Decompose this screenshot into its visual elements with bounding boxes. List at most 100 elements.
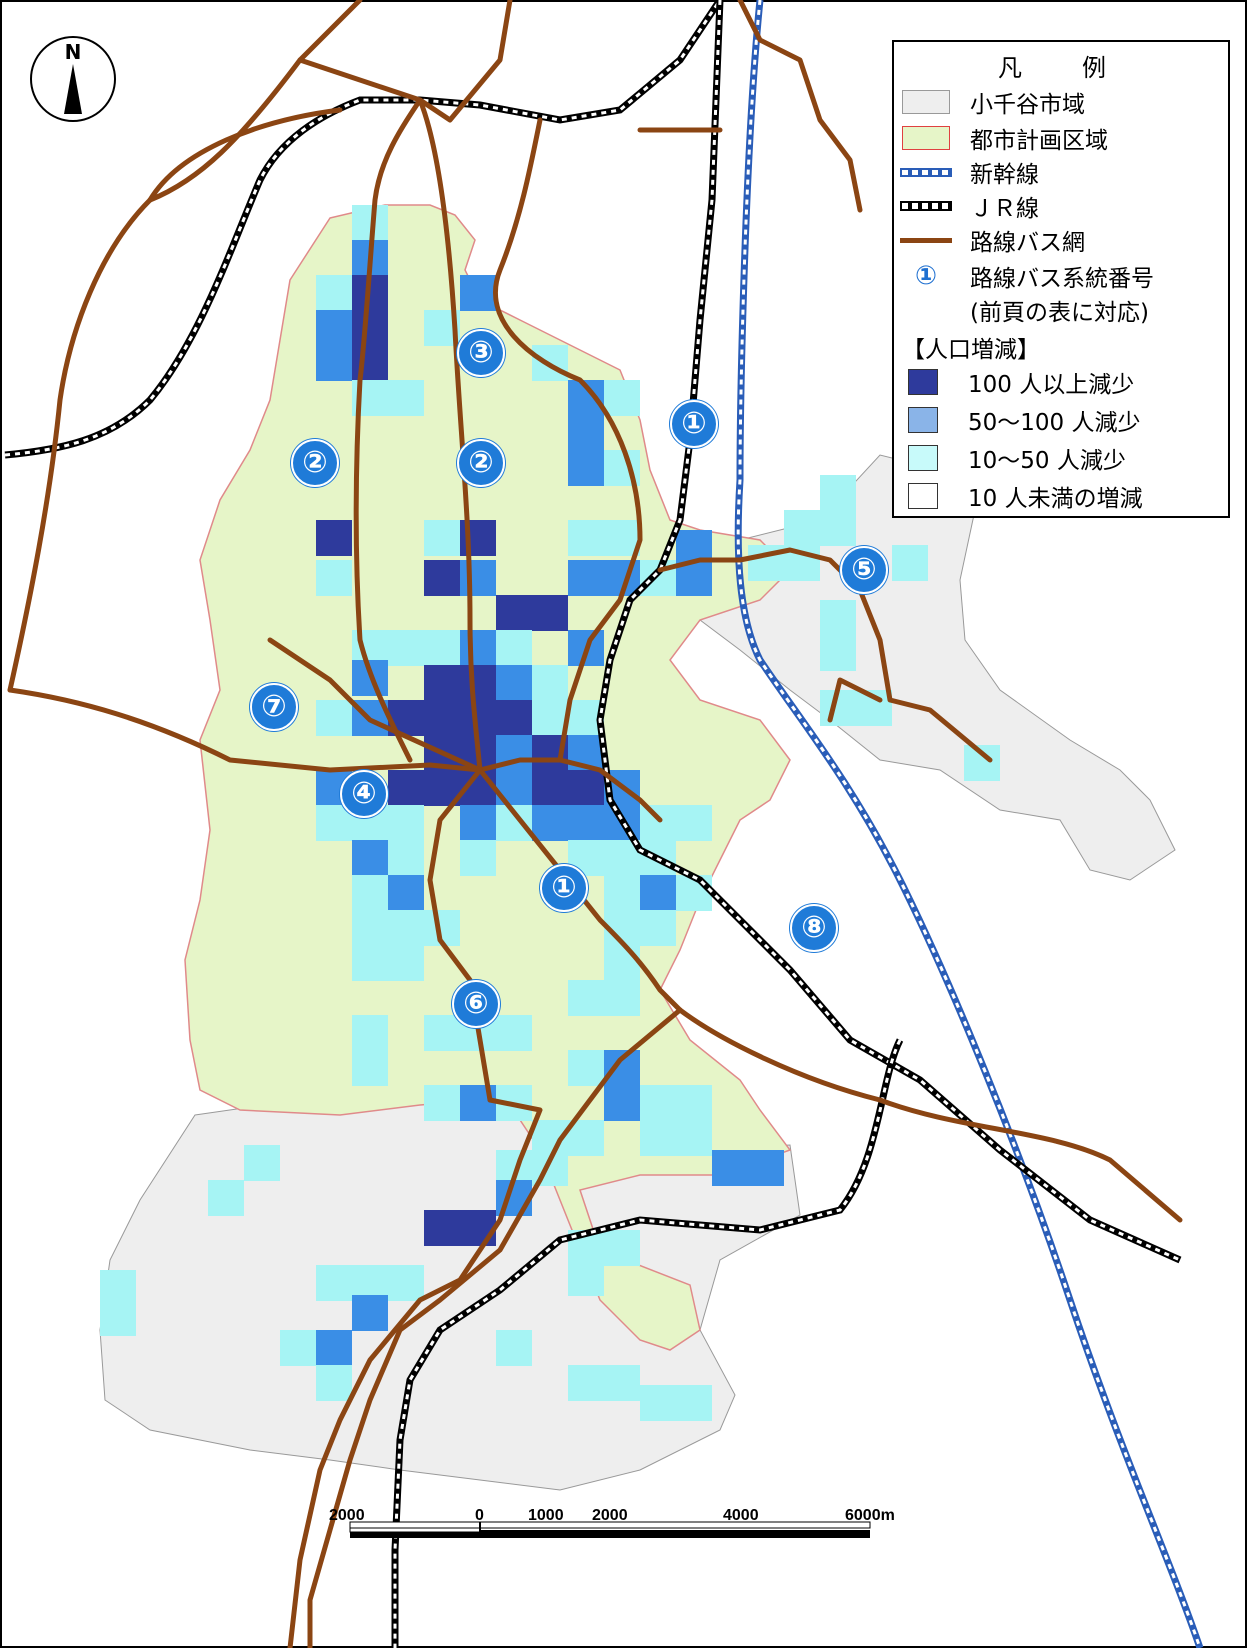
population-cell: [640, 1120, 676, 1156]
population-cell: [352, 1015, 388, 1051]
population-cell: [820, 635, 856, 671]
population-cell: [100, 1300, 136, 1336]
shinkansen-line-inner: [736, 0, 1202, 1648]
population-cell: [640, 875, 676, 911]
legend-item-note: (前頁の表に対応): [900, 294, 1149, 326]
planning-area-swatch: [902, 126, 950, 150]
pop-swatch-100plus: [908, 369, 938, 395]
legend-item-shinkansen: 新幹線: [900, 156, 1039, 188]
route-label-2-west: ②: [291, 439, 339, 487]
population-cell: [388, 1265, 424, 1301]
population-cell: [532, 595, 568, 631]
legend-label: 50～100 人減少: [968, 410, 1141, 436]
population-cell: [352, 1295, 388, 1331]
legend-label: 路線バス網: [970, 230, 1085, 256]
population-cell: [388, 945, 424, 981]
jr-swatch: [900, 201, 952, 211]
scale-bar: [349, 1521, 871, 1538]
route-label-4: ④: [340, 770, 388, 818]
north-label: N: [64, 40, 82, 64]
population-cell: [424, 630, 460, 666]
north-arrow-icon: [64, 64, 82, 114]
route-number-icon: ①: [914, 261, 937, 291]
population-cell: [604, 1365, 640, 1401]
population-cell: [496, 700, 532, 736]
population-cell: [316, 1265, 352, 1301]
population-cell: [316, 1365, 352, 1401]
route-label-5: ⑤: [840, 546, 888, 594]
legend-label: 都市計画区域: [970, 128, 1108, 154]
population-cell: [496, 1330, 532, 1366]
population-cell: [604, 980, 640, 1016]
legend-pop-class-3: 10～50 人減少: [900, 442, 1126, 474]
scale-label-1000: 1000: [528, 1507, 564, 1524]
population-cell: [460, 275, 496, 311]
legend-label: ＪＲ線: [970, 196, 1039, 222]
north-arrow: N: [30, 36, 116, 122]
population-cell: [280, 1330, 316, 1366]
population-cell: [604, 945, 640, 981]
population-cell: [388, 805, 424, 841]
population-cell: [640, 1385, 676, 1421]
population-cell: [460, 560, 496, 596]
population-cell: [352, 840, 388, 876]
population-cell: [820, 475, 856, 511]
population-cell: [568, 770, 604, 806]
population-cell: [352, 310, 388, 346]
population-cell: [532, 665, 568, 701]
population-cell: [316, 520, 352, 556]
population-grid: [100, 205, 1000, 1421]
legend-pop-class-4: 10 人未満の増減: [900, 480, 1143, 512]
population-cell: [424, 700, 460, 736]
route-label-6: ⑥: [452, 980, 500, 1028]
population-cell: [532, 700, 568, 736]
legend-label: 10～50 人減少: [968, 448, 1126, 474]
population-cell: [568, 1050, 604, 1086]
route-label-3: ③: [457, 329, 505, 377]
scale-label-4000: 4000: [723, 1507, 759, 1524]
population-cell: [496, 630, 532, 666]
population-cell: [352, 945, 388, 981]
population-cell: [568, 1120, 604, 1156]
population-cell: [604, 1230, 640, 1266]
population-cell: [460, 1210, 496, 1246]
population-cell: [424, 665, 460, 701]
population-cell: [316, 700, 352, 736]
population-cell: [820, 600, 856, 636]
population-cell: [424, 560, 460, 596]
population-cell: [604, 875, 640, 911]
scale-label-6000m: 6000m: [845, 1507, 895, 1524]
population-cell: [388, 910, 424, 946]
population-cell: [352, 1050, 388, 1086]
population-cell: [316, 310, 352, 346]
population-cell: [388, 875, 424, 911]
legend-item-route-number: ① 路線バス系統番号: [900, 260, 1154, 292]
population-cell: [208, 1180, 244, 1216]
population-cell: [568, 805, 604, 841]
population-cell: [676, 1085, 712, 1121]
population-cell: [748, 1150, 784, 1186]
city-area-swatch: [902, 90, 950, 114]
map-legend: 凡 例 小千谷市域 都市計画区域 新幹線 ＪＲ線 路線バス網 ① 路線バス系統番…: [892, 40, 1230, 518]
population-cell: [424, 1085, 460, 1121]
population-cell: [352, 875, 388, 911]
pop-swatch-50-100: [908, 407, 938, 433]
legend-item-city-area: 小千谷市域: [900, 86, 1085, 118]
route-label-7: ⑦: [250, 683, 298, 731]
population-cell: [424, 1015, 460, 1051]
population-cell: [388, 770, 424, 806]
population-cell: [316, 805, 352, 841]
legend-label: 100 人以上減少: [968, 372, 1135, 398]
population-cell: [568, 520, 604, 556]
legend-label: (前頁の表に対応): [970, 300, 1149, 326]
population-cell: [460, 840, 496, 876]
population-cell: [820, 510, 856, 546]
population-cell: [640, 910, 676, 946]
population-cell: [352, 910, 388, 946]
population-cell: [496, 595, 532, 631]
legend-item-bus: 路線バス網: [900, 224, 1085, 256]
population-header: 【人口増減】: [902, 337, 1040, 363]
population-cell: [676, 1385, 712, 1421]
population-cell: [640, 805, 676, 841]
population-cell: [676, 805, 712, 841]
